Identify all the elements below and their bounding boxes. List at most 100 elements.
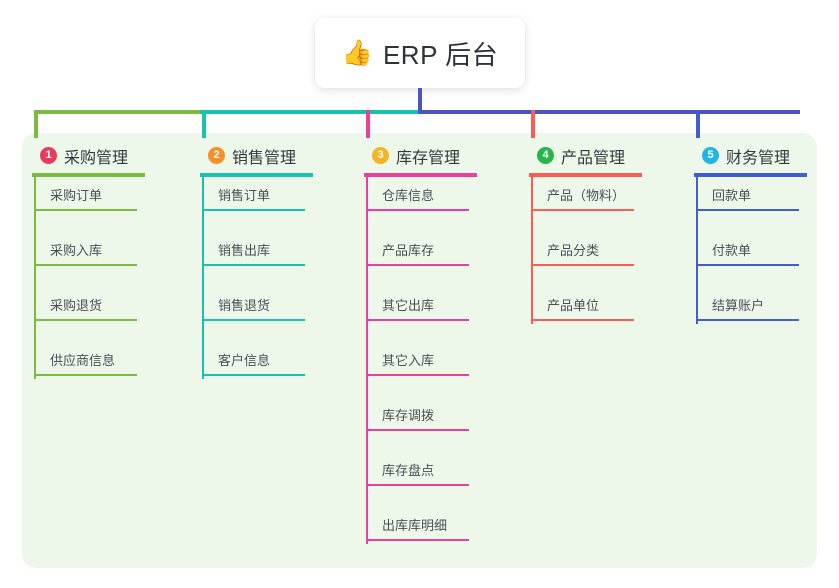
connector-drop-3 — [366, 110, 370, 138]
module-column-3: 3 库存管理 — [364, 143, 477, 177]
module-item[interactable]: 仓库信息 — [366, 177, 469, 211]
module-item-rule — [366, 264, 469, 266]
module-item-rule — [366, 209, 469, 211]
module-item[interactable]: 采购退货 — [34, 287, 137, 321]
module-item[interactable]: 付款单 — [696, 232, 799, 266]
connector-drop-1 — [34, 110, 38, 138]
module-item-rule — [34, 264, 137, 266]
module-item[interactable]: 产品库存 — [366, 232, 469, 266]
module-item[interactable]: 客户信息 — [202, 342, 305, 376]
connector-bus-segment-2 — [200, 110, 420, 114]
module-item-label: 产品库存 — [382, 243, 435, 258]
module-header-2[interactable]: 2 销售管理 — [200, 143, 313, 168]
module-item[interactable]: 结算账户 — [696, 287, 799, 321]
module-title: 销售管理 — [232, 149, 297, 167]
module-item-rule — [366, 374, 469, 376]
module-item-label: 采购订单 — [50, 188, 103, 203]
modules-panel — [22, 133, 817, 568]
module-item[interactable]: 产品单位 — [531, 287, 634, 321]
module-item-label: 库存调拨 — [382, 408, 435, 423]
module-header-rule — [364, 173, 477, 177]
module-item-rule — [366, 539, 469, 541]
module-item-rule — [531, 209, 634, 211]
module-item-label: 销售退货 — [218, 298, 271, 313]
module-item-rule — [366, 429, 469, 431]
root-title-card[interactable]: 👍 ERP 后台 — [315, 18, 525, 88]
module-item-rule — [202, 374, 305, 376]
module-item-label: 仓库信息 — [382, 188, 435, 203]
module-item[interactable]: 销售出库 — [202, 232, 305, 266]
module-item-rule — [34, 374, 137, 376]
module-item[interactable]: 回款单 — [696, 177, 799, 211]
module-number-badge: 2 — [208, 147, 225, 164]
module-number-badge: 3 — [372, 147, 389, 164]
module-item-rule — [202, 319, 305, 321]
module-item-rule — [366, 484, 469, 486]
module-spine-3 — [366, 177, 368, 544]
module-number-badge: 4 — [537, 147, 554, 164]
module-item-label: 供应商信息 — [50, 353, 116, 368]
module-spine-5 — [696, 177, 698, 324]
module-item[interactable]: 产品（物料） — [531, 177, 634, 211]
connector-bus-segment-1 — [34, 110, 202, 114]
module-item-rule — [531, 264, 634, 266]
module-item-rule — [696, 264, 799, 266]
module-spine-2 — [202, 177, 204, 379]
module-item-label: 其它出库 — [382, 298, 435, 313]
module-item[interactable]: 库存盘点 — [366, 452, 469, 486]
module-header-rule — [694, 173, 807, 177]
module-item-rule — [34, 319, 137, 321]
module-header-rule — [32, 173, 145, 177]
module-item-rule — [202, 264, 305, 266]
module-item[interactable]: 采购入库 — [34, 232, 137, 266]
module-item-label: 出库库明细 — [382, 518, 448, 533]
module-item[interactable]: 其它入库 — [366, 342, 469, 376]
module-item-label: 产品（物料） — [547, 188, 626, 203]
module-header-rule — [529, 173, 642, 177]
module-column-2: 2 销售管理 — [200, 143, 313, 177]
module-item-label: 销售出库 — [218, 243, 271, 258]
module-item[interactable]: 库存调拨 — [366, 397, 469, 431]
module-item-label: 采购入库 — [50, 243, 103, 258]
module-column-1: 1 采购管理 — [32, 143, 145, 177]
module-title: 采购管理 — [64, 149, 129, 167]
module-item[interactable]: 销售订单 — [202, 177, 305, 211]
module-item-rule — [696, 209, 799, 211]
connector-drop-4 — [531, 110, 535, 138]
module-item[interactable]: 采购订单 — [34, 177, 137, 211]
module-item-rule — [202, 209, 305, 211]
connector-drop-2 — [202, 110, 206, 138]
module-item-label: 回款单 — [712, 188, 752, 203]
module-title: 财务管理 — [726, 149, 791, 167]
module-item[interactable]: 供应商信息 — [34, 342, 137, 376]
module-number-badge: 5 — [702, 147, 719, 164]
page-title: ERP 后台 — [382, 39, 499, 70]
module-item-label: 客户信息 — [218, 353, 271, 368]
module-item-label: 其它入库 — [382, 353, 435, 368]
module-spine-4 — [531, 177, 533, 324]
module-header-5[interactable]: 5 财务管理 — [694, 143, 807, 168]
module-item-label: 付款单 — [712, 243, 752, 258]
module-item-rule — [696, 319, 799, 321]
module-number-badge: 1 — [40, 147, 57, 164]
module-item-label: 采购退货 — [50, 298, 103, 313]
module-header-3[interactable]: 3 库存管理 — [364, 143, 477, 168]
module-spine-1 — [34, 177, 36, 379]
module-item[interactable]: 其它出库 — [366, 287, 469, 321]
module-header-1[interactable]: 1 采购管理 — [32, 143, 145, 168]
module-title: 库存管理 — [396, 149, 461, 167]
module-item-rule — [34, 209, 137, 211]
module-header-rule — [200, 173, 313, 177]
root-connector-stem — [418, 88, 422, 112]
module-item-label: 销售订单 — [218, 188, 271, 203]
module-item[interactable]: 销售退货 — [202, 287, 305, 321]
thumbs-up-icon: 👍 — [341, 38, 373, 67]
module-item-label: 产品单位 — [547, 298, 600, 313]
module-item[interactable]: 产品分类 — [531, 232, 634, 266]
module-item-label: 产品分类 — [547, 243, 600, 258]
module-item[interactable]: 出库库明细 — [366, 507, 469, 541]
module-item-label: 结算账户 — [712, 298, 765, 313]
